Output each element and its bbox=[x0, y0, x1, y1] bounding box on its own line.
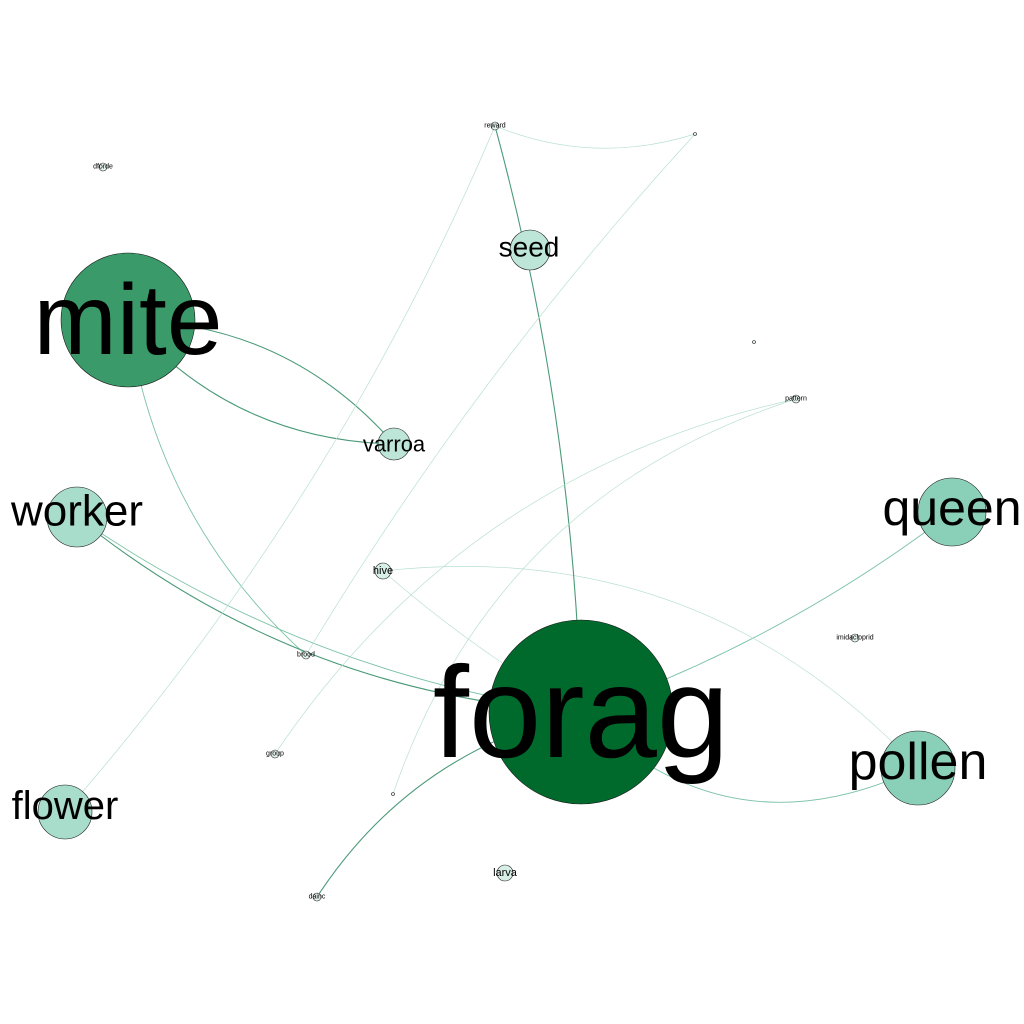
node-group[interactable] bbox=[270, 749, 280, 759]
node-label-dainc: dainc bbox=[309, 894, 326, 901]
edge-hive-pollen bbox=[382, 566, 919, 769]
node-label-reward: reward bbox=[484, 123, 506, 130]
node-label-dforde: dforde bbox=[93, 164, 113, 171]
node-label-pollen: pollen bbox=[849, 733, 988, 791]
node-dforde[interactable] bbox=[98, 162, 108, 172]
node-label-imidacloprid: imidacloprid bbox=[836, 635, 873, 642]
node-label-queen: queen bbox=[882, 480, 1021, 536]
node-layer bbox=[37, 121, 987, 902]
node-label-forag: forag bbox=[433, 639, 729, 785]
node-label-seed: seed bbox=[499, 232, 560, 263]
node-varroa[interactable] bbox=[377, 427, 411, 461]
node-hive[interactable] bbox=[374, 562, 392, 580]
node-label-mite: mite bbox=[34, 264, 223, 376]
node-label-hive: hive bbox=[373, 565, 393, 577]
node-label-group: group bbox=[266, 751, 284, 758]
node-label-brood: brood bbox=[297, 652, 315, 659]
edge-pattern-group bbox=[274, 398, 797, 755]
node-reward[interactable] bbox=[490, 121, 500, 131]
node-label-varroa: varroa bbox=[363, 432, 426, 457]
label-layer: forag mite queen pollen worker flower seed varr… bbox=[10, 123, 1022, 901]
node-pattern[interactable] bbox=[791, 394, 801, 404]
node-n2[interactable] bbox=[752, 340, 756, 344]
edge-reward-n1 bbox=[494, 125, 696, 149]
node-forag[interactable] bbox=[488, 619, 674, 805]
node-flower[interactable] bbox=[37, 784, 93, 840]
node-brood[interactable] bbox=[301, 650, 311, 660]
node-n1[interactable] bbox=[693, 132, 697, 136]
node-larva[interactable] bbox=[496, 864, 514, 882]
node-seed[interactable] bbox=[509, 229, 551, 271]
edge-pattern-n3 bbox=[392, 398, 797, 795]
node-n3[interactable] bbox=[391, 792, 395, 796]
node-mite[interactable] bbox=[60, 252, 196, 388]
node-pollen[interactable] bbox=[880, 730, 956, 806]
node-queen[interactable] bbox=[917, 477, 987, 547]
node-label-pattern: pattern bbox=[785, 396, 807, 403]
node-label-larva: larva bbox=[493, 867, 518, 879]
node-imidacloprid[interactable] bbox=[850, 633, 860, 643]
node-worker[interactable] bbox=[46, 486, 108, 548]
edge-n1-brood bbox=[305, 133, 696, 656]
node-label-worker: worker bbox=[10, 487, 143, 536]
node-dainc[interactable] bbox=[312, 892, 322, 902]
node-label-flower: flower bbox=[12, 784, 119, 828]
edge-reward-flower bbox=[64, 125, 496, 813]
